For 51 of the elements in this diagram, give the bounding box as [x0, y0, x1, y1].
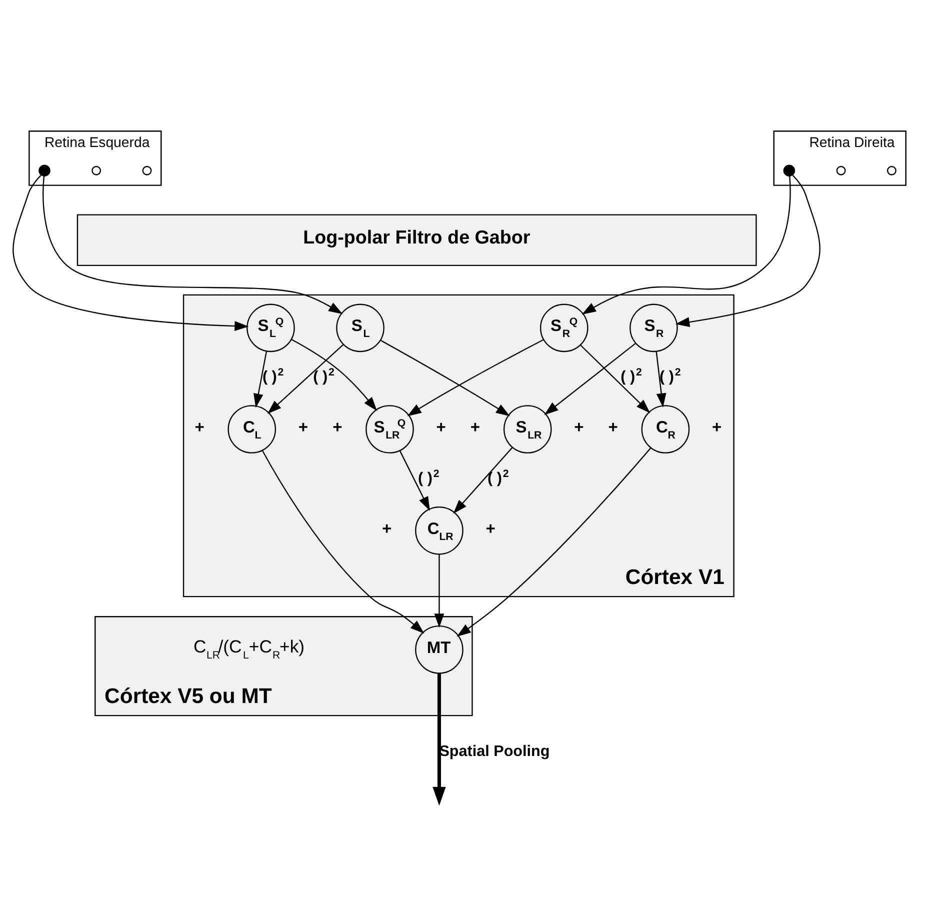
arrow — [12, 174, 249, 331]
arrow — [656, 351, 666, 407]
node-box: Log-polar Filtro de Gabor — [76, 214, 757, 266]
label: + — [470, 418, 480, 436]
edge-label: ( )$^{2}$ — [620, 366, 642, 385]
label: + — [486, 519, 496, 538]
label: + — [608, 418, 618, 436]
arrow — [254, 350, 268, 408]
node-circle: MT — [415, 624, 464, 674]
label: + — [298, 418, 308, 436]
edge-label: ( )$^{2}$ — [660, 366, 681, 385]
arrow — [675, 174, 820, 326]
node-circle: S$_{LR}$ — [503, 404, 552, 453]
label: + — [712, 418, 722, 436]
arrow — [42, 176, 343, 314]
arrow — [291, 338, 378, 410]
arrow — [544, 342, 636, 415]
node-circle — [887, 165, 896, 175]
edge-label: ( )$^{2}$ — [418, 467, 440, 486]
arrow — [453, 446, 513, 514]
node-circle — [836, 165, 846, 175]
node-circle — [783, 164, 796, 176]
arrow — [380, 339, 510, 416]
label: + — [574, 418, 584, 436]
arrow — [262, 450, 424, 634]
edge-label: ( )$^{2}$ — [262, 366, 284, 385]
label: + — [332, 418, 342, 436]
node-circle — [142, 165, 152, 175]
arrow — [432, 672, 446, 806]
edge-label: ( )$^{2}$ — [488, 467, 509, 486]
node-circle — [92, 165, 102, 175]
node-circle: S$_{L}$ — [336, 303, 384, 352]
label: + — [436, 418, 446, 436]
arrow — [582, 176, 791, 314]
arrow — [456, 447, 652, 636]
node-circle — [38, 164, 50, 176]
arrow — [580, 344, 650, 413]
edge-label: ( )$^{2}$ — [313, 366, 334, 385]
arrow — [399, 450, 430, 510]
label: + — [382, 519, 392, 538]
cluster: Retina Direita — [773, 130, 906, 186]
label: + — [194, 418, 204, 436]
arrow — [407, 338, 544, 416]
node-circle: C$_{R}$ — [641, 404, 690, 453]
node-circle: C$_{L}$ — [228, 404, 276, 453]
node-circle: S$_{R}$ — [630, 303, 678, 352]
arrow — [267, 344, 344, 414]
label: C$_{LR}$/(C$_{L}$+C$_{R}$+k) — [194, 636, 305, 662]
node-circle: C$_{LR}$ — [415, 506, 464, 554]
cluster: Retina Esquerda — [28, 130, 162, 186]
arrow — [434, 554, 444, 628]
